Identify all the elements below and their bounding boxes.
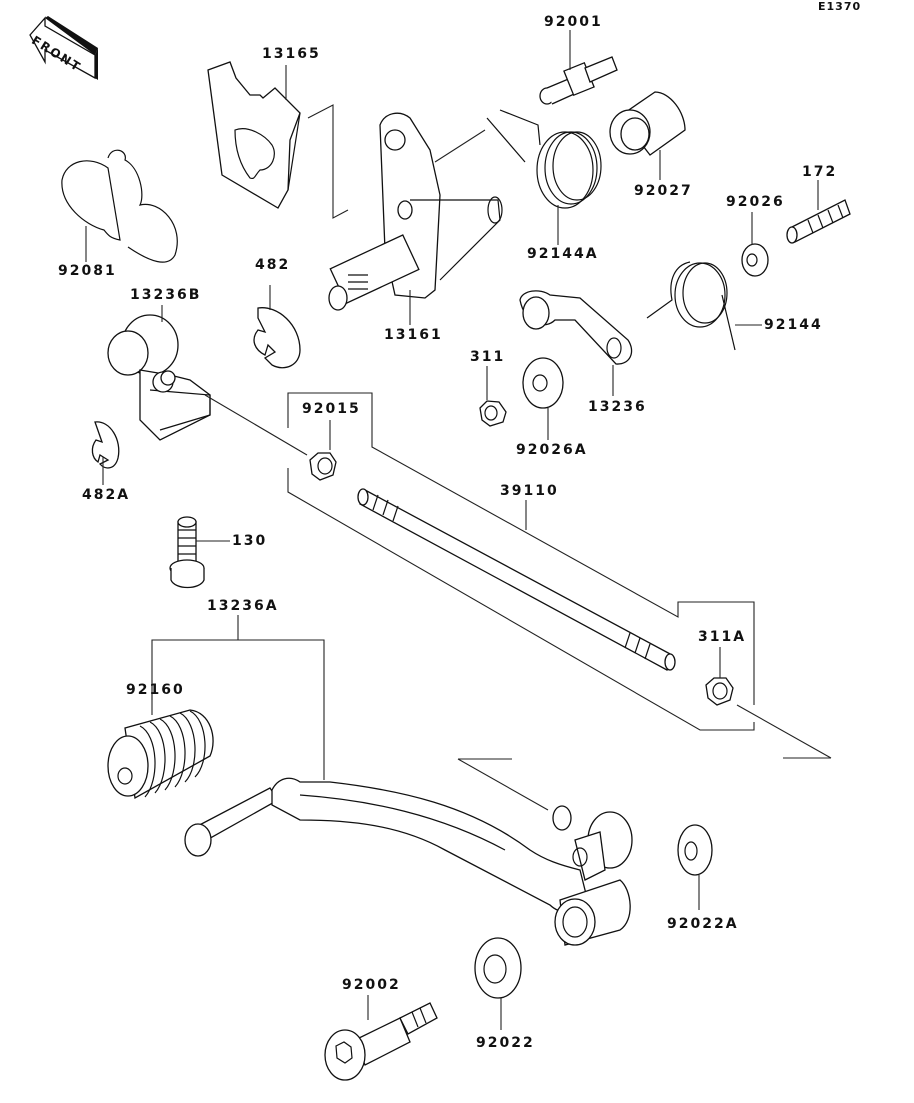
label-92026: 92026 <box>726 194 785 210</box>
label-39110: 39110 <box>500 483 559 499</box>
part-92144-spring[interactable] <box>646 261 736 351</box>
part-39110-tie-rod[interactable] <box>357 488 676 671</box>
label-172: 172 <box>802 164 838 180</box>
part-311A-nut[interactable] <box>705 677 734 706</box>
diagram-code: E1370 <box>818 0 862 13</box>
part-92026-washer[interactable] <box>741 243 769 277</box>
label-13161: 13161 <box>384 327 443 343</box>
leader-13165-bracket <box>307 104 349 219</box>
label-92160: 92160 <box>126 682 185 698</box>
part-130-bolt[interactable] <box>169 516 205 589</box>
label-13236: 13236 <box>588 399 647 415</box>
part-92001-pin[interactable] <box>539 56 618 105</box>
leader-lines <box>85 30 819 1030</box>
part-13165-plate[interactable] <box>207 61 301 209</box>
label-92022A: 92022A <box>667 916 739 932</box>
part-13161-shift-shaft[interactable] <box>328 112 503 311</box>
part-92027-collar[interactable] <box>609 91 686 156</box>
front-arrow-icon <box>29 16 98 80</box>
label-130: 130 <box>232 533 268 549</box>
leader-39110-bracket-bottom <box>287 468 755 731</box>
label-13236A: 13236A <box>207 598 279 614</box>
part-172-stud[interactable] <box>786 199 851 244</box>
part-92026A-washer[interactable] <box>522 357 564 409</box>
label-311: 311 <box>470 349 506 365</box>
label-92081: 92081 <box>58 263 117 279</box>
part-92144A-spring[interactable] <box>486 109 602 209</box>
label-92002: 92002 <box>342 977 401 993</box>
label-482A: 482A <box>82 487 131 503</box>
label-92027: 92027 <box>634 183 693 199</box>
label-311A: 311A <box>698 629 747 645</box>
part-92002-shoulder-bolt[interactable] <box>324 1002 438 1081</box>
leader-39110-bracket-top <box>287 392 755 705</box>
part-482A-circlip[interactable] <box>91 421 120 469</box>
part-13236A-shift-pedal[interactable] <box>184 777 633 946</box>
label-13236B: 13236B <box>130 287 202 303</box>
part-92015-nut[interactable] <box>309 452 337 481</box>
part-92160-pedal-rubber[interactable] <box>107 709 214 800</box>
label-13165: 13165 <box>262 46 321 62</box>
part-92081-gasket[interactable] <box>61 149 178 263</box>
label-92001: 92001 <box>544 14 603 30</box>
part-13236B-rod-end[interactable] <box>107 314 211 441</box>
label-482: 482 <box>255 257 291 273</box>
part-311-nut[interactable] <box>479 400 507 427</box>
label-92022: 92022 <box>476 1035 535 1051</box>
part-92022-washer[interactable] <box>474 937 522 999</box>
label-92144A: 92144A <box>527 246 599 262</box>
part-13236-lever[interactable] <box>519 290 633 365</box>
part-482-circlip[interactable] <box>253 307 301 369</box>
label-92144: 92144 <box>764 317 823 333</box>
part-92022A-washer[interactable] <box>677 824 713 876</box>
label-92015: 92015 <box>302 401 361 417</box>
label-92026A: 92026A <box>516 442 588 458</box>
